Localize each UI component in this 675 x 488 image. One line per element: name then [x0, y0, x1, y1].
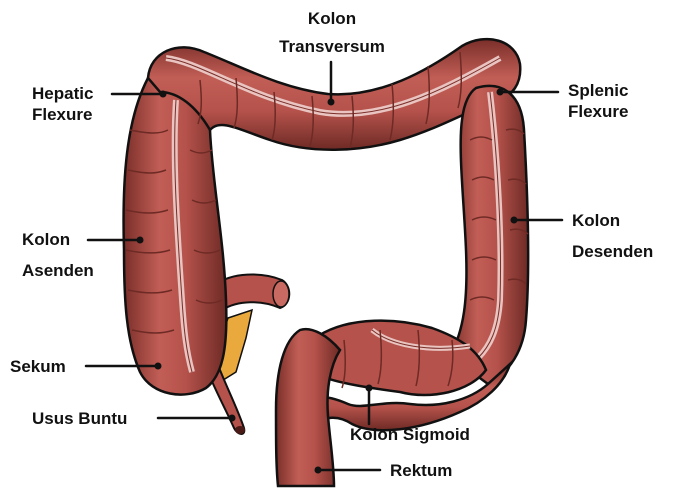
label-kolon-desenden-line2: Desenden [572, 241, 653, 262]
label-hepatic-flexure-line1: Hepatic [32, 83, 93, 104]
label-splenic-flexure: Splenic Flexure [568, 80, 628, 122]
label-usus-buntu: Usus Buntu [32, 408, 127, 429]
label-kolon-desenden: Kolon Desenden [572, 210, 653, 262]
label-splenic-flexure-line2: Flexure [568, 101, 628, 122]
label-kolon-transversum: Kolon Transversum [262, 8, 402, 57]
label-kolon-asenden-line1: Kolon [22, 229, 94, 250]
label-kolon-transversum-line1: Kolon [262, 8, 402, 29]
label-kolon-desenden-line1: Kolon [572, 210, 653, 231]
label-hepatic-flexure: Hepatic Flexure [32, 83, 93, 125]
label-rektum: Rektum [390, 460, 452, 481]
label-hepatic-flexure-line2: Flexure [32, 104, 93, 125]
ileum-opening [273, 281, 289, 307]
label-kolon-sigmoid: Kolon Sigmoid [350, 424, 470, 445]
label-sekum: Sekum [10, 356, 66, 377]
label-kolon-asenden: Kolon Asenden [22, 229, 94, 281]
label-kolon-transversum-line2: Transversum [262, 36, 402, 57]
label-kolon-asenden-line2: Asenden [22, 260, 94, 281]
label-splenic-flexure-line1: Splenic [568, 80, 628, 101]
